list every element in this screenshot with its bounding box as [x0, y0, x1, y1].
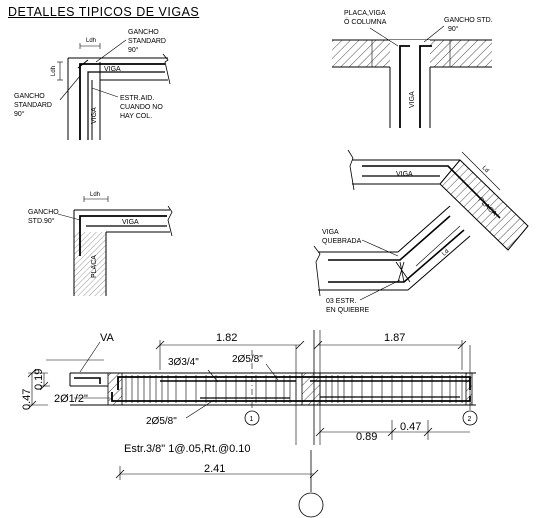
beam-dim-0-47: 0.47: [21, 389, 33, 410]
d1-cuando-no-label: CUANDO NO: [120, 104, 163, 111]
beam-dim-ticks: [27, 340, 467, 479]
beam-dim-1-87: 1.87: [384, 332, 405, 344]
d1-viga-vertical-label: VIGA: [91, 107, 98, 124]
d2-gancho-label: GANCHO STD.: [444, 17, 493, 24]
d2-90-label: 90°: [448, 25, 459, 33]
d4-quiebre-label: EN QUIEBRE: [326, 307, 370, 314]
d3-ldh-label: Ldh: [90, 192, 100, 198]
d3-gancho-label: GANCHO: [28, 209, 59, 216]
beam-dim-0-47-bottom: 0.47: [400, 421, 421, 433]
d1-standard-label: STANDARD: [128, 38, 166, 45]
beam-dim-0-19: 0.19: [33, 369, 45, 390]
d1-hay-col-label: HAY COL.: [120, 113, 152, 120]
beam-bars-2-5-8-top: 2Ø5/8": [232, 354, 263, 365]
d1-viga-label: VIGA: [104, 66, 121, 73]
axis-1-label: 1: [250, 416, 254, 423]
d2-viga-label: VIGA: [409, 91, 416, 108]
detail-1: [57, 39, 171, 140]
beam-elevation: [28, 330, 478, 518]
d4-ld-top-label: Ld: [481, 165, 490, 174]
beam-bars-3-3-4: 3Ø3/4": [168, 357, 199, 368]
beam-bars-2-1-2: 2Ø1/2": [54, 393, 88, 405]
d1-gancho-left-label: GANCHO: [14, 93, 45, 100]
d4-quebrada-label: QUEBRADA: [322, 238, 362, 245]
d4-estr-label: 03 ESTR.: [326, 298, 356, 305]
d1-ldh-vertical-label: Ldh: [51, 66, 57, 76]
d3-std-label: STD.90°: [28, 217, 55, 225]
d1-estr-aid-label: ESTR.AID.: [120, 95, 154, 102]
beam-va-label: VA: [100, 332, 115, 344]
d3-viga-label: VIGA: [122, 219, 139, 226]
d4-viga-quebrada-label: VIGA: [322, 229, 339, 236]
d1-standard-left-label: STANDARD: [14, 102, 52, 109]
detail-3: [57, 196, 173, 296]
d4-viga-label: VIGA: [396, 171, 413, 178]
d1-ldh-label: Ldh: [86, 38, 96, 44]
axis-2-label: 2: [468, 416, 472, 423]
d1-90-left-label: 90°: [14, 110, 25, 118]
d4-ld-bottom-label: Ld: [441, 249, 450, 258]
d1-90-label: 90°: [128, 46, 139, 54]
page-title: DETALLES TIPICOS DE VIGAS: [8, 5, 200, 19]
detail-2: [332, 25, 492, 128]
detail-4: [313, 149, 529, 301]
d3-placa-label: PLACA: [91, 255, 98, 278]
d2-columna-label: Ó COLUMNA: [344, 17, 387, 26]
d2-placa-label: PLACA,VIGA: [344, 10, 386, 17]
d1-gancho-label: GANCHO: [128, 29, 159, 36]
beam-stirrups-label: Estr.3/8" 1@.05,Rt.@0.10: [124, 443, 251, 455]
beam-bars-2-5-8-bottom: 2Ø5/8": [146, 416, 177, 427]
beam-dim-1-82: 1.82: [216, 332, 237, 344]
beam-dim-0-89: 0.89: [356, 431, 377, 443]
beam-dim-2-41: 2.41: [204, 463, 225, 475]
